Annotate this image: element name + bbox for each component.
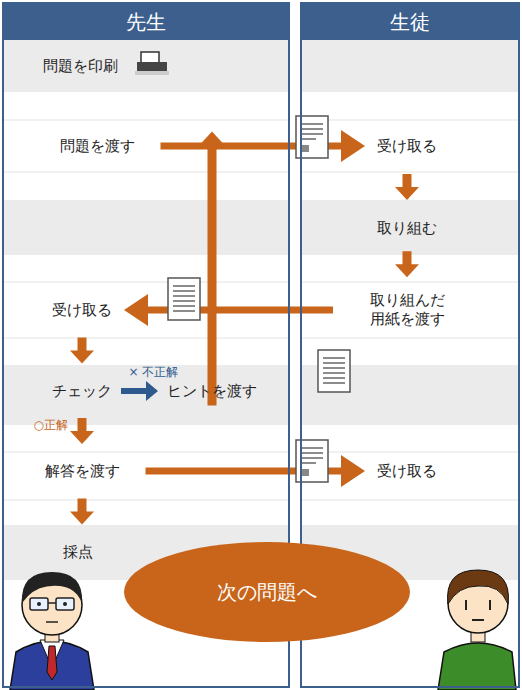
arrow-head: [70, 431, 94, 444]
paper-icon: [318, 350, 350, 392]
arrow-shaft: [121, 388, 147, 394]
step-label: 解答を渡す: [41, 460, 124, 483]
step-text-node: チェック: [48, 380, 116, 403]
arrow-head: [200, 132, 224, 145]
step-text-node: 解答を渡す: [41, 460, 124, 483]
teacher-figure: [10, 572, 94, 690]
step-label: 受け取る: [48, 299, 116, 322]
arrow-head: [70, 351, 94, 364]
arrow-shaft: [208, 144, 217, 406]
arrow-shaft: [403, 251, 412, 265]
ellipse-fill: [124, 542, 410, 642]
arrow-shaft: [78, 338, 87, 352]
paper-icon: [168, 278, 200, 320]
step-label: 受け取る: [373, 460, 441, 483]
step-text-node: 採点: [59, 541, 97, 564]
flow-arrow: [146, 455, 366, 487]
step-text-node: 受け取る: [373, 135, 441, 158]
arrow-shaft: [78, 418, 87, 432]
step-label: ヒントを渡す: [163, 380, 261, 403]
step-label: 採点: [59, 541, 97, 564]
arrow-head: [146, 381, 158, 401]
flow-arrow: [395, 251, 419, 277]
column-header: 生徒: [302, 4, 518, 40]
step-text-node: 取り組んだ 用紙を渡す: [355, 289, 459, 331]
column-header: 先生: [4, 4, 288, 40]
step-label: 取り組んだ 用紙を渡す: [355, 289, 459, 331]
arrow-head: [341, 455, 365, 487]
edge-label: ○正解: [32, 418, 70, 432]
flow-arrow: [161, 130, 366, 162]
step-text-node: 問題を渡す: [56, 135, 139, 158]
flow-arrow: [70, 499, 94, 525]
step-label: 次の問題へ: [213, 578, 321, 606]
edge-label: × 不正解: [127, 365, 181, 379]
step-text-node: 受け取る: [48, 299, 116, 322]
arrow-head: [395, 187, 419, 200]
flow-arrow: [70, 338, 94, 364]
step-label: 取り組む: [373, 217, 441, 240]
step-text-node: 取り組む: [373, 217, 441, 240]
arrow-head: [70, 512, 94, 525]
grey-bands: [4, 40, 518, 580]
arrow-shaft: [78, 499, 87, 513]
arrow-head: [124, 294, 148, 326]
arrow-shaft: [403, 174, 412, 188]
step-label: 受け取る: [373, 135, 441, 158]
row-lines: [4, 120, 518, 500]
flow-arrow: [395, 174, 419, 200]
step-label: 問題を印刷: [39, 55, 122, 78]
arrow-head: [341, 130, 365, 162]
arrow-head: [395, 264, 419, 277]
student-figure: [438, 570, 516, 690]
ellipse-node: 次の問題へ: [124, 542, 410, 642]
step-label: チェック: [48, 380, 116, 403]
step-text-node: 受け取る: [373, 460, 441, 483]
step-text-node: 問題を印刷: [39, 55, 122, 78]
step-text-node: ヒントを渡す: [163, 380, 261, 403]
flow-arrow: [70, 418, 94, 444]
printer-icon: [135, 52, 169, 75]
flow-arrow: [200, 132, 224, 406]
step-label: 問題を渡す: [56, 135, 139, 158]
flow-arrow: [121, 381, 158, 401]
